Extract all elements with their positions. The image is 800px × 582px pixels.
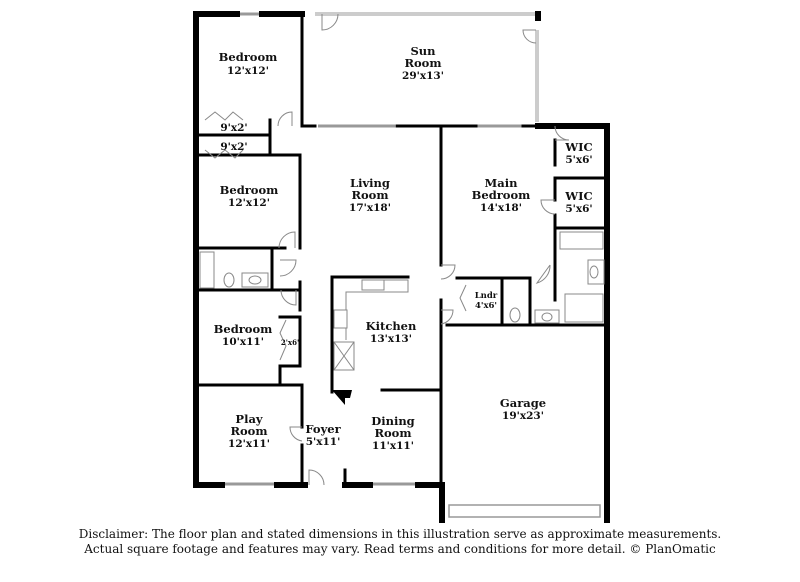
svg-text:Bedroom: Bedroom: [472, 188, 531, 202]
room-play-room: Play Room 12'x11': [228, 412, 270, 450]
svg-text:14'x18': 14'x18': [480, 202, 522, 214]
svg-text:Main: Main: [485, 176, 519, 190]
room-bedroom-1: Bedroom 12'x12': [219, 50, 278, 77]
svg-text:WIC: WIC: [564, 189, 592, 203]
sink: [248, 275, 262, 285]
svg-text:Sun: Sun: [410, 44, 436, 58]
front-door[interactable]: [308, 469, 325, 486]
svg-text:4'x6': 4'x6': [475, 301, 497, 311]
disclaimer-line-1: Disclaimer: The floor plan and stated di…: [78, 527, 722, 541]
doors: [204, 13, 570, 486]
svg-text:Room: Room: [230, 424, 267, 438]
room-kitchen: Kitchen 13'x13': [366, 319, 417, 345]
room-bedroom-3: Bedroom 10'x11': [214, 322, 273, 348]
svg-text:WIC: WIC: [564, 140, 592, 154]
stove: [333, 309, 348, 329]
room-garage: Garage 19'x23': [500, 396, 546, 422]
room-closet-3-dim: 2'x6': [281, 338, 299, 347]
svg-text:11'x11': 11'x11': [372, 440, 414, 452]
svg-text:5'x6': 5'x6': [565, 154, 592, 166]
shower: [564, 293, 604, 323]
room-wic-2: WIC 5'x6': [564, 189, 592, 215]
svg-text:10'x11': 10'x11': [222, 336, 264, 348]
bathtub: [559, 231, 604, 250]
svg-text:17'x18': 17'x18': [349, 202, 391, 214]
toilet: [223, 272, 235, 288]
svg-text:Lndr: Lndr: [475, 291, 498, 301]
room-wic-1: WIC 5'x6': [564, 140, 592, 166]
garage-door[interactable]: [448, 504, 601, 518]
room-main-bedroom: Main Bedroom 14'x18': [472, 176, 531, 214]
fixtures: [199, 231, 605, 371]
room-dining-room: Dining Room 11'x11': [371, 414, 414, 452]
svg-text:13'x13': 13'x13': [370, 333, 412, 345]
interior-walls: [194, 12, 609, 487]
svg-text:19'x23': 19'x23': [502, 410, 544, 422]
svg-text:Foyer: Foyer: [305, 422, 341, 436]
svg-text:Bedroom: Bedroom: [220, 183, 279, 197]
svg-text:Play: Play: [235, 412, 262, 426]
svg-text:12'x11': 12'x11': [228, 438, 270, 450]
svg-text:5'x11': 5'x11': [306, 436, 341, 448]
svg-text:12'x12': 12'x12': [228, 197, 270, 209]
room-sun-room: Sun Room 29'x13': [402, 44, 444, 82]
svg-text:5'x6': 5'x6': [565, 203, 592, 215]
svg-text:12'x12': 12'x12': [227, 65, 269, 77]
svg-text:Dining: Dining: [371, 414, 414, 428]
svg-text:Garage: Garage: [500, 396, 546, 410]
disclaimer-line-2: Actual square footage and features may v…: [84, 542, 716, 556]
svg-text:Bedroom: Bedroom: [219, 50, 278, 64]
svg-text:Room: Room: [374, 426, 411, 440]
room-bedroom-2: Bedroom 12'x12': [220, 183, 279, 209]
svg-text:Bedroom: Bedroom: [214, 322, 273, 336]
room-closet-1-dim: 9'x2': [220, 122, 247, 134]
svg-text:Room: Room: [351, 188, 388, 202]
kitchen-sink: [361, 279, 385, 291]
room-closet-2-dim: 9'x2': [220, 141, 247, 153]
room-living-room: Living Room 17'x18': [349, 176, 391, 214]
sun-room-door[interactable]: [321, 13, 339, 31]
room-laundry: Lndr 4'x6': [475, 291, 498, 311]
toilet: [509, 307, 521, 323]
svg-text:Kitchen: Kitchen: [366, 319, 417, 333]
svg-text:29'x13': 29'x13': [402, 70, 444, 82]
svg-text:Living: Living: [350, 176, 390, 190]
room-foyer: Foyer 5'x11': [305, 422, 341, 448]
bathtub: [199, 251, 215, 289]
svg-text:Room: Room: [404, 56, 441, 70]
